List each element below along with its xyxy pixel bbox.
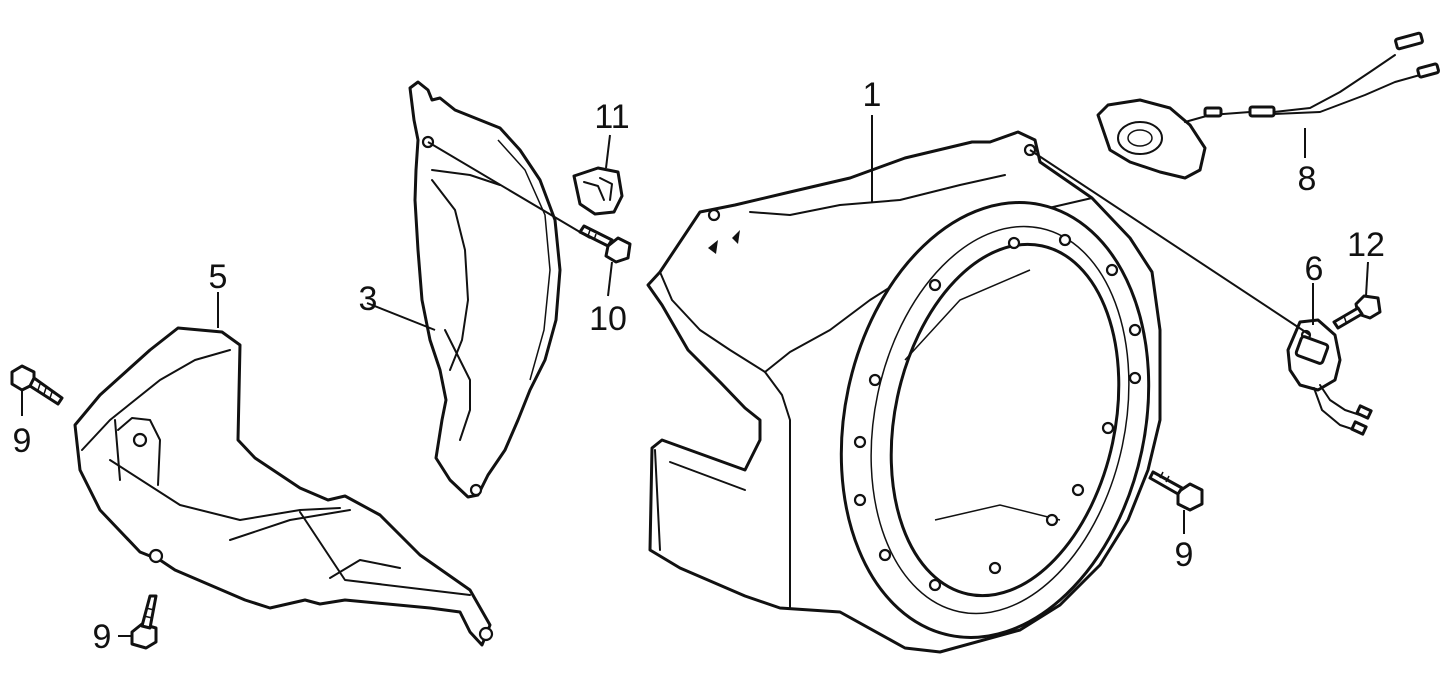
callout-5: 5 (209, 258, 228, 296)
callout-6: 6 (1305, 250, 1324, 288)
callout-9-bottom: 9 (93, 618, 112, 656)
callout-11: 11 (594, 98, 629, 136)
screw-12-part (1332, 294, 1382, 330)
callout-9-left: 9 (13, 422, 32, 460)
guide-lines (427, 141, 1311, 336)
callout-1: 1 (863, 76, 882, 114)
shroud-plate-part (73, 326, 494, 647)
callouts: 1 3 5 6 8 9 9 9 10 11 12 (13, 76, 1385, 656)
callout-8: 8 (1298, 160, 1317, 198)
flange-holes (707, 143, 1142, 592)
callout-3: 3 (359, 280, 378, 318)
bolt-9-bottom-part (130, 594, 158, 650)
callout-9-right: 9 (1175, 536, 1194, 574)
screw-10-part (578, 224, 632, 264)
clip-part (572, 166, 624, 216)
bolt-9-left-part (10, 364, 64, 406)
bolt-9-right-part (1148, 470, 1204, 512)
callout-12: 12 (1347, 226, 1385, 264)
callout-10: 10 (589, 300, 627, 338)
leader-lines (21, 115, 1369, 637)
bracket-part (1286, 318, 1373, 436)
cover-plate-part (408, 80, 562, 499)
oil-sensor-part (1096, 31, 1441, 180)
fan-cover-part (646, 130, 1162, 654)
